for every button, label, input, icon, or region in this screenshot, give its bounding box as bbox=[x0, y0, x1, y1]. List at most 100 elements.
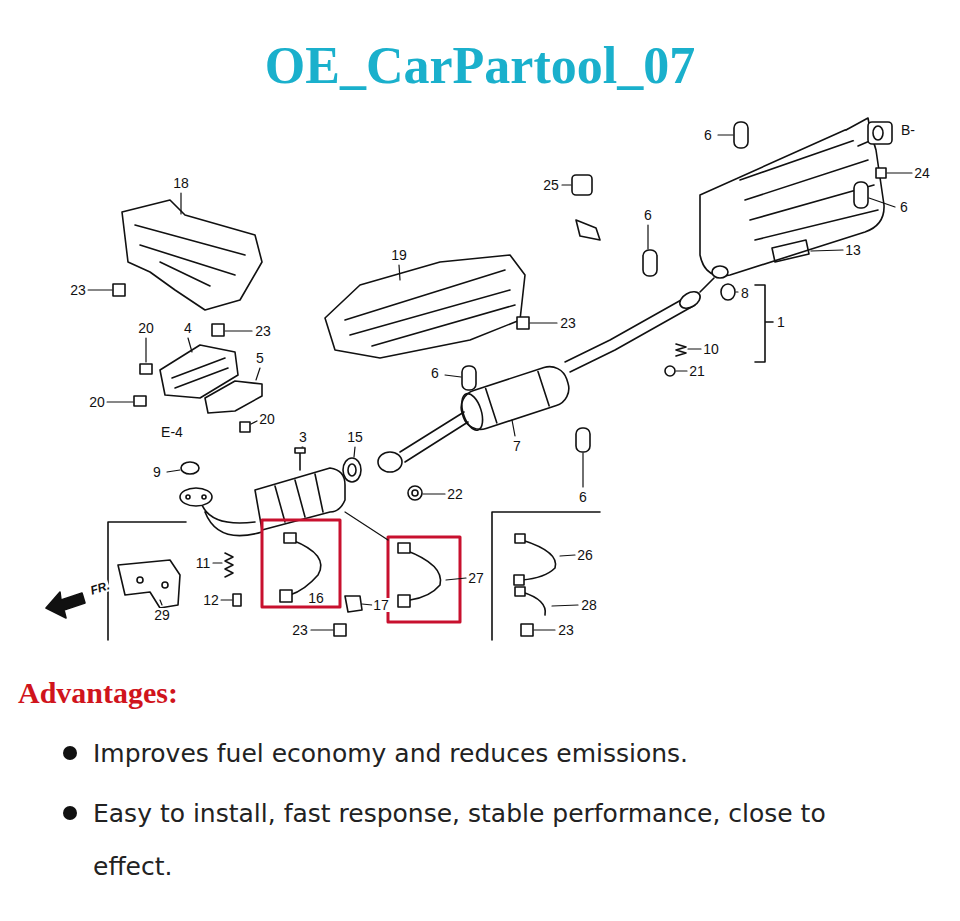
callout-number: 26 bbox=[576, 548, 594, 562]
front-arrow bbox=[46, 592, 85, 618]
oxygen-sensor bbox=[398, 595, 410, 607]
hardware bbox=[876, 168, 886, 178]
exhaust-pipe bbox=[457, 362, 574, 434]
exhaust-pipe bbox=[299, 452, 301, 470]
hardware bbox=[345, 596, 362, 612]
hardware bbox=[113, 122, 886, 636]
hardware bbox=[576, 220, 600, 240]
callout-number: 27 bbox=[467, 571, 485, 585]
heat-shield bbox=[135, 225, 245, 286]
oxygen-sensor bbox=[284, 533, 296, 543]
leader-line bbox=[88, 135, 912, 630]
hardware bbox=[140, 364, 152, 374]
exhaust-pipe bbox=[486, 372, 549, 423]
callout-number: 9 bbox=[152, 465, 162, 479]
hardware bbox=[162, 582, 168, 588]
callout-number: 20 bbox=[137, 321, 155, 335]
callout-number: 29 bbox=[153, 608, 171, 622]
callout-number: 15 bbox=[346, 430, 364, 444]
callout-number: 23 bbox=[69, 283, 87, 297]
exhaust-pipe bbox=[275, 474, 323, 522]
hardware bbox=[212, 324, 224, 336]
bullet-text: Improves fuel economy and reduces emissi… bbox=[93, 727, 853, 780]
hardware bbox=[225, 553, 233, 577]
inset-bracket bbox=[108, 512, 600, 640]
hardware bbox=[572, 175, 592, 195]
hardware bbox=[643, 250, 657, 276]
oxygen-sensor bbox=[290, 540, 321, 595]
exhaust-pipe bbox=[677, 288, 703, 311]
callout-number: 19 bbox=[390, 248, 408, 262]
hardware bbox=[233, 594, 241, 606]
front-arrow bbox=[46, 592, 85, 618]
callout-number: 8 bbox=[740, 286, 750, 300]
hardware bbox=[721, 284, 735, 300]
callout-number: 25 bbox=[542, 178, 560, 192]
oxygen-sensor bbox=[522, 540, 556, 580]
muffler bbox=[740, 139, 878, 240]
callout-number: 10 bbox=[702, 342, 720, 356]
bullet-dot bbox=[63, 806, 77, 820]
oxygen-sensor bbox=[515, 587, 525, 596]
callout-number: 23 bbox=[559, 316, 577, 330]
callout-number: 23 bbox=[557, 623, 575, 637]
hardware bbox=[462, 366, 476, 390]
muffler bbox=[700, 118, 892, 278]
exhaust-pipe bbox=[412, 490, 418, 496]
callout-number: 13 bbox=[844, 243, 862, 257]
callout-number: 20 bbox=[258, 412, 276, 426]
oxygen-sensor bbox=[280, 590, 292, 602]
muffler bbox=[700, 129, 884, 276]
oxygen-sensor bbox=[405, 550, 441, 600]
hardware bbox=[334, 624, 346, 636]
heat-shield bbox=[345, 270, 515, 346]
callout-number: 3 bbox=[298, 430, 308, 444]
hardware bbox=[734, 122, 748, 148]
oxygen-sensor bbox=[515, 534, 525, 543]
hardware bbox=[521, 624, 533, 636]
callout-number: 28 bbox=[580, 598, 598, 612]
oxygen-sensor bbox=[514, 575, 524, 585]
exhaust-pipe bbox=[348, 464, 356, 476]
hardware bbox=[854, 182, 868, 208]
callout-number: 6 bbox=[643, 208, 653, 222]
heat-shield bbox=[122, 200, 262, 310]
exhaust-pipe bbox=[378, 452, 402, 472]
hardware bbox=[517, 317, 529, 329]
hardware bbox=[134, 396, 146, 406]
exhaust-pipe bbox=[400, 412, 468, 462]
exhaust-pipe bbox=[202, 495, 206, 499]
callout-number: 22 bbox=[446, 487, 464, 501]
muffler bbox=[868, 122, 892, 144]
oxygen-sensor bbox=[280, 533, 556, 615]
hardware bbox=[772, 240, 809, 262]
hardware bbox=[755, 285, 773, 362]
exhaust-pipe bbox=[200, 500, 262, 536]
hardware bbox=[137, 577, 143, 583]
exhaust-pipe bbox=[180, 488, 212, 506]
callout-number: 11 bbox=[195, 556, 212, 570]
callout-number: 24 bbox=[913, 166, 931, 180]
exhaust-pipe bbox=[181, 462, 199, 474]
bullet-dot bbox=[63, 746, 77, 760]
callout-number: 21 bbox=[688, 364, 706, 378]
heat-shield bbox=[205, 381, 262, 413]
exhaust-pipe bbox=[295, 448, 305, 453]
callout-number: 1 bbox=[776, 315, 786, 329]
callout-number: 23 bbox=[291, 623, 309, 637]
bullet-dot bbox=[63, 746, 77, 820]
callout-number: 18 bbox=[172, 176, 190, 190]
callout-number: 16 bbox=[307, 591, 325, 605]
callout-number: 12 bbox=[202, 593, 220, 607]
highlight-box bbox=[262, 520, 340, 607]
hardware bbox=[240, 422, 250, 432]
muffler bbox=[873, 126, 883, 140]
heat-shield bbox=[122, 200, 525, 413]
hardware bbox=[676, 344, 686, 356]
exhaust-pipe bbox=[186, 495, 190, 499]
heat-shield bbox=[172, 358, 228, 388]
exhaust-pipe bbox=[457, 362, 574, 434]
hardware bbox=[118, 560, 180, 608]
page-title: OE_CarPartool_07 bbox=[0, 40, 960, 92]
